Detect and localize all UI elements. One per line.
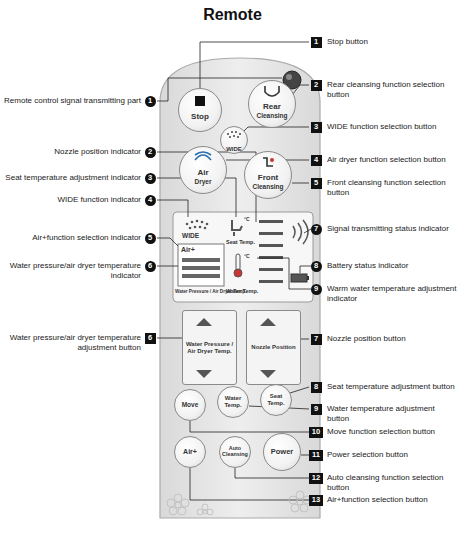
button-label: Stop bbox=[191, 113, 209, 122]
callout-label: Auto cleansing function selection button bbox=[327, 473, 459, 493]
callout-label: Nozzle position button bbox=[327, 334, 459, 344]
round-button: Stop bbox=[178, 88, 222, 132]
display-label: °C bbox=[244, 254, 250, 260]
round-button: Seat Temp. bbox=[260, 384, 292, 416]
display-label: Air+ bbox=[181, 246, 195, 254]
button-label: Cleansing bbox=[256, 112, 287, 119]
callout-number: 9 bbox=[311, 284, 322, 295]
callout-number: 11 bbox=[309, 450, 323, 461]
callout-number: 12 bbox=[309, 473, 323, 484]
round-button: Water Temp. bbox=[217, 386, 249, 418]
leader-lines bbox=[157, 42, 311, 500]
rocker-button: Water Pressure / Air Dryer Temp. bbox=[182, 310, 237, 385]
battery-icon bbox=[291, 274, 307, 282]
callout-number: 10 bbox=[309, 427, 323, 438]
callout-number: 4 bbox=[145, 195, 156, 206]
callout-number: 1 bbox=[145, 96, 156, 107]
round-button: Power bbox=[263, 433, 301, 471]
callout-label: Front cleansing function selection butto… bbox=[327, 178, 459, 198]
seat-icon bbox=[232, 220, 242, 236]
callout-label: Water pressure/air dryer temperature adj… bbox=[4, 333, 141, 353]
callout-label: Seat temperature adjustment button bbox=[327, 382, 459, 392]
callout-label: Move function selection button bbox=[327, 427, 459, 437]
callout-number: 4 bbox=[311, 155, 322, 166]
callout-number: 2 bbox=[145, 147, 156, 158]
round-button: Move bbox=[174, 389, 206, 421]
callout-number: 6 bbox=[145, 333, 156, 344]
callout-label: Battery status indicator bbox=[327, 261, 459, 271]
callout-number: 3 bbox=[311, 122, 322, 133]
callout-label: Air+function selection button bbox=[327, 495, 459, 505]
button-label: Cleansing bbox=[252, 183, 283, 190]
callout-number: 9 bbox=[311, 404, 322, 415]
round-button: Air+ bbox=[174, 436, 206, 468]
button-label: Dryer bbox=[195, 178, 212, 185]
air-plus-indicator-box bbox=[178, 244, 224, 286]
remote-body bbox=[160, 58, 320, 518]
display-label: WIDE bbox=[182, 232, 199, 239]
display-label: Water Temp. bbox=[226, 288, 258, 294]
callout-label: Rear cleansing function selection button bbox=[327, 80, 459, 100]
pressure-level-bars bbox=[182, 258, 220, 278]
callout-number: 8 bbox=[311, 382, 322, 393]
callout-label: Power selection button bbox=[327, 450, 459, 460]
display-label: Seat Temp. bbox=[226, 239, 255, 245]
wide-indicator-dots bbox=[186, 220, 209, 230]
display-label: °C bbox=[244, 217, 250, 223]
callout-number: 1 bbox=[311, 37, 322, 48]
round-button: RearCleansing bbox=[248, 80, 296, 128]
button-label: Front bbox=[258, 174, 278, 183]
callout-label: Nozzle position indicator bbox=[4, 147, 141, 157]
nozzle-position-bars bbox=[259, 220, 283, 283]
callout-label: Water temperature adjustment button bbox=[327, 404, 459, 424]
callout-number: 7 bbox=[311, 334, 322, 345]
callout-label: Stop button bbox=[327, 37, 459, 47]
round-button: WIDE bbox=[220, 126, 248, 154]
button-label: Power bbox=[271, 448, 294, 456]
callout-label: Seat temperature adjustment indicator bbox=[4, 173, 141, 183]
signal-transmitter-glint bbox=[286, 74, 292, 80]
callout-number: 5 bbox=[311, 178, 322, 189]
callout-label: Signal transmitting status indicator bbox=[327, 224, 459, 234]
callout-label: Warm water temperature adjustment indica… bbox=[327, 284, 459, 304]
thermometer-bulb bbox=[234, 269, 242, 277]
button-label: Nozzle Position bbox=[251, 344, 295, 351]
button-label: Air+ bbox=[183, 448, 197, 456]
button-label: Seat Temp. bbox=[263, 393, 289, 406]
callout-label: Air+function selection indicator bbox=[4, 233, 141, 243]
button-label: WIDE bbox=[226, 146, 242, 153]
callout-label: Water pressure/air dryer temperature ind… bbox=[4, 261, 141, 281]
button-label: Auto Cleansing bbox=[222, 446, 248, 458]
callout-number: 8 bbox=[311, 261, 322, 272]
callout-label: WIDE function indicator bbox=[4, 195, 141, 205]
callout-label: Remote control signal transmitting part bbox=[4, 96, 141, 106]
thermometer-icon bbox=[236, 254, 240, 270]
diagram-title: Remote bbox=[0, 6, 465, 24]
button-label: Rear bbox=[263, 103, 281, 112]
button-label: Water Temp. bbox=[220, 395, 246, 408]
callout-number: 7 bbox=[311, 224, 322, 235]
callout-number: 5 bbox=[145, 233, 156, 244]
callout-number: 6 bbox=[145, 261, 156, 272]
callout-number: 3 bbox=[145, 173, 156, 184]
callout-number: 13 bbox=[309, 495, 323, 506]
callout-label: Air dryer function selection button bbox=[327, 155, 459, 165]
battery-tip bbox=[307, 276, 309, 280]
display-panel bbox=[173, 212, 313, 302]
button-label: Move bbox=[182, 401, 199, 408]
flower-decoration bbox=[167, 491, 311, 515]
round-button: FrontCleansing bbox=[244, 151, 292, 199]
button-label: Water Pressure / Air Dryer Temp. bbox=[185, 341, 234, 354]
button-label: Air bbox=[197, 169, 208, 178]
rocker-button: Nozzle Position bbox=[246, 310, 301, 385]
round-button: AirDryer bbox=[179, 146, 227, 194]
callout-label: WIDE function selection button bbox=[327, 122, 459, 132]
round-button: Auto Cleansing bbox=[219, 436, 251, 468]
callout-number: 2 bbox=[311, 80, 322, 91]
